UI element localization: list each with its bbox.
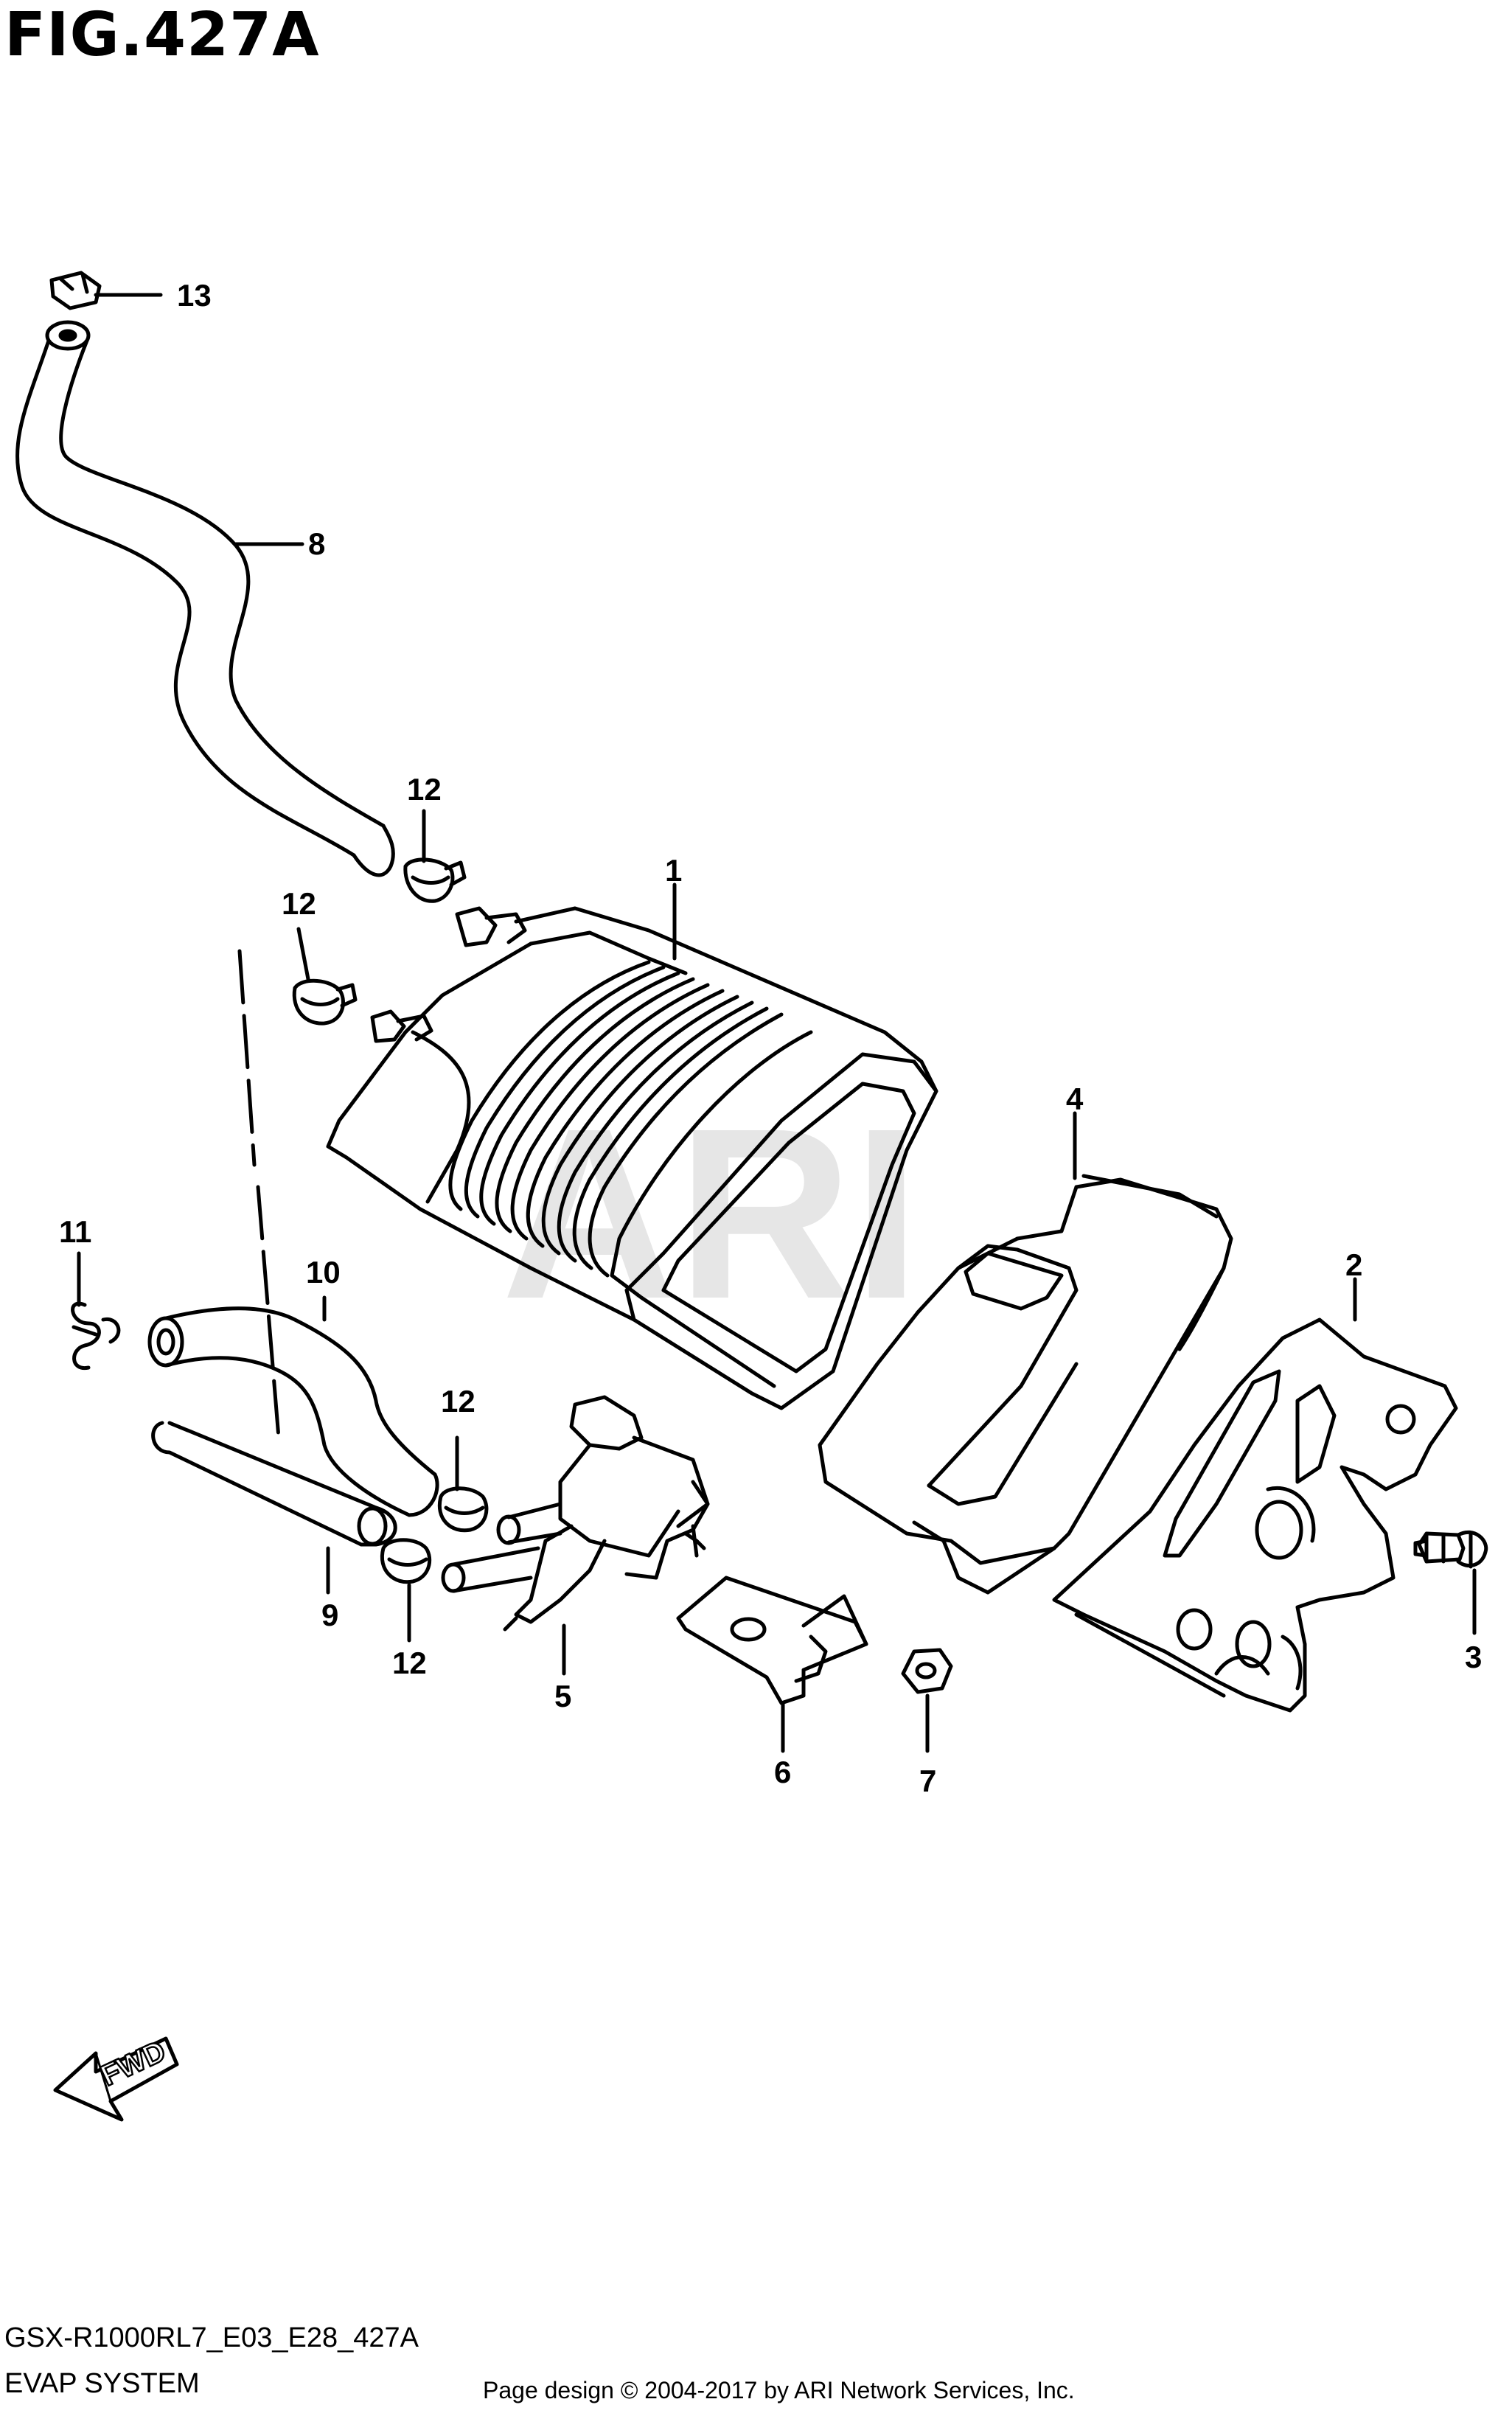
model-code: GSX-R1000RL7_E03_E28_427A [4, 2322, 419, 2353]
part-5-purge-valve [441, 1395, 710, 1676]
callout-2: 2 [1345, 1247, 1362, 1282]
callout-10: 10 [306, 1255, 341, 1289]
part-9-hose [151, 1421, 397, 1595]
callout-12-lower: 12 [392, 1646, 427, 1680]
callout-12-right: 12 [441, 1384, 475, 1418]
callout-4: 4 [1066, 1082, 1084, 1116]
watermark: ARI [501, 1077, 920, 1349]
part-10-hose [147, 1295, 439, 1517]
callout-1: 1 [665, 853, 682, 888]
callout-12-left: 12 [282, 886, 316, 921]
part-12-clamp-right [437, 1435, 489, 1533]
part-12-clamp-upper [403, 809, 467, 903]
part-8-hose [15, 320, 395, 877]
part-12-clamp-left [292, 927, 358, 1026]
leader-dashed [237, 949, 281, 1440]
callout-8: 8 [308, 526, 325, 561]
part-2-bracket [1052, 1277, 1458, 1713]
callout-11: 11 [59, 1214, 91, 1249]
callout-3: 3 [1465, 1640, 1482, 1674]
callout-13: 13 [177, 278, 212, 313]
part-1-canister [326, 882, 938, 1410]
part-4-cover [818, 1111, 1233, 1595]
fwd-arrow: FWD [53, 2034, 179, 2122]
callout-12-upper: 12 [407, 772, 442, 807]
part-13-clamp [49, 271, 163, 310]
part-3-bolt [1413, 1530, 1488, 1635]
part-11-clip [71, 1251, 121, 1370]
callout-6: 6 [774, 1755, 791, 1789]
part-6-bracket [676, 1576, 868, 1753]
callout-9: 9 [321, 1598, 338, 1632]
figure-title: FIG.427A [4, 0, 320, 70]
callout-7: 7 [919, 1764, 936, 1798]
part-12-clamp-lower [380, 1538, 432, 1643]
system-name: EVAP SYSTEM [4, 2368, 200, 2399]
callout-5: 5 [554, 1679, 571, 1713]
copyright-notice: Page design © 2004-2017 by ARI Network S… [483, 2377, 1075, 2403]
part-7-nut [901, 1648, 953, 1753]
